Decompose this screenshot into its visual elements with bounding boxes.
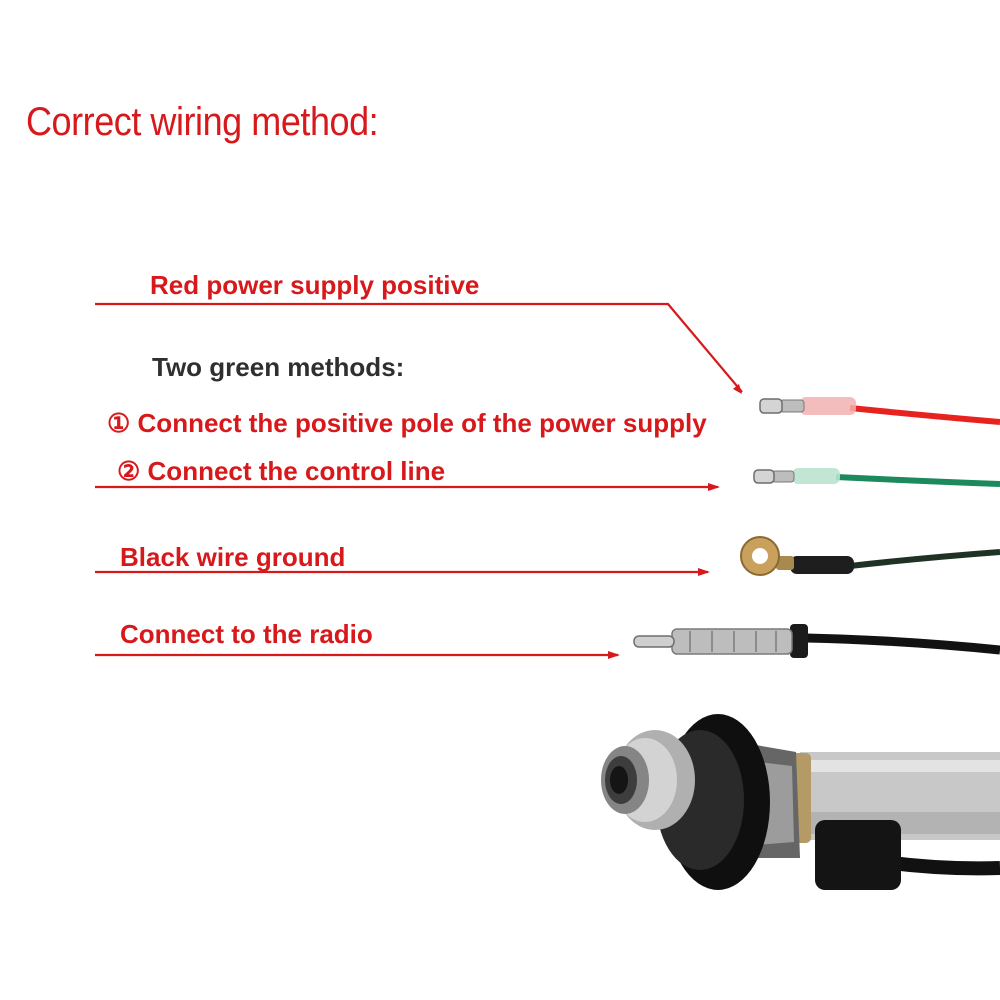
arrowhead-radio — [608, 651, 620, 659]
antenna-plug — [633, 624, 1000, 658]
label-red-power: Red power supply positive — [150, 270, 480, 300]
black-ground-wire — [740, 536, 1000, 576]
label-method-2: ② Connect the control line — [117, 456, 446, 486]
leader-line-red-power — [95, 302, 743, 393]
label-radio: Connect to the radio — [120, 619, 373, 649]
label-green-methods: Two green methods: — [152, 352, 405, 382]
label-method-1: ① Connect the positive pole of the power… — [107, 408, 707, 438]
red-wire — [759, 397, 1000, 425]
label-black-ground: Black wire ground — [120, 542, 346, 572]
page-title: Correct wiring method: — [26, 100, 379, 144]
arrowhead-ground — [698, 568, 710, 576]
antenna-base — [601, 714, 1000, 890]
green-wire — [753, 468, 1000, 487]
arrowhead-red-power — [733, 384, 742, 394]
arrowhead-control — [708, 483, 720, 491]
